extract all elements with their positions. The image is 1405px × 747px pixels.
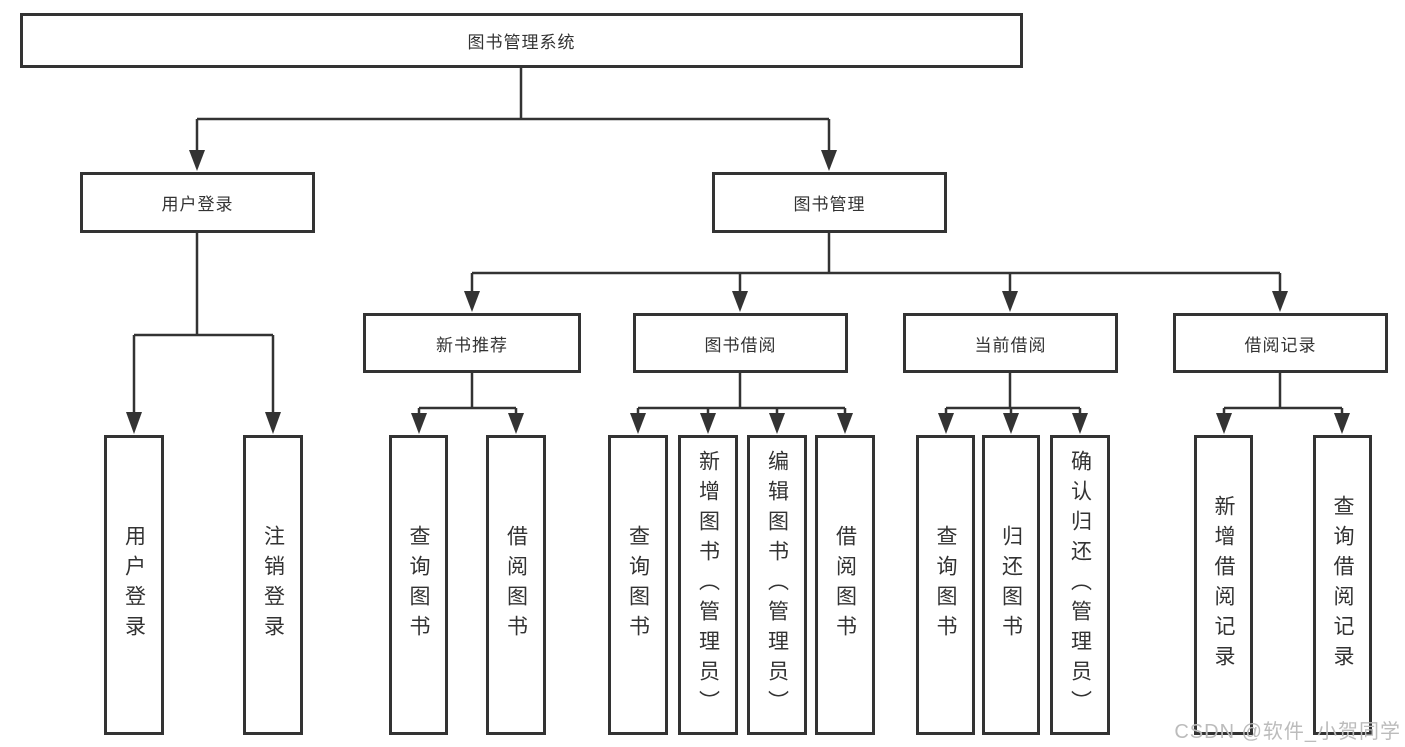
leaf-query-books-current: 查询图书 bbox=[916, 435, 975, 735]
node-label: 新增图书（管理员） bbox=[696, 450, 720, 720]
node-label: 用户登录 bbox=[122, 525, 146, 645]
node-label: 借阅图书 bbox=[833, 525, 857, 645]
watermark: CSDN @软件_小贺同学 bbox=[1174, 721, 1401, 743]
leaf-add-books-admin: 新增图书（管理员） bbox=[678, 435, 738, 735]
node-label: 确认归还（管理员） bbox=[1068, 450, 1092, 720]
leaf-edit-books-admin: 编辑图书（管理员） bbox=[747, 435, 807, 735]
node-label: 新书推荐 bbox=[436, 335, 508, 355]
leaf-return-books: 归还图书 bbox=[982, 435, 1040, 735]
node-label: 归还图书 bbox=[999, 525, 1023, 645]
node-book-borrow: 图书借阅 bbox=[633, 313, 848, 373]
node-book-management: 图书管理 bbox=[712, 172, 947, 233]
leaf-query-books-recommend: 查询图书 bbox=[389, 435, 448, 735]
node-label: 查询图书 bbox=[407, 525, 430, 645]
node-label: 查询图书 bbox=[626, 525, 650, 645]
node-root: 图书管理系统 bbox=[20, 13, 1023, 68]
node-label: 借阅图书 bbox=[504, 525, 528, 645]
node-label: 图书管理系统 bbox=[467, 33, 576, 52]
arrow-down-icons bbox=[126, 150, 1350, 434]
node-label: 注销登录 bbox=[261, 525, 285, 645]
leaf-add-borrow-record: 新增借阅记录 bbox=[1194, 435, 1253, 735]
node-label: 当前借阅 bbox=[974, 335, 1047, 355]
leaf-logout: 注销登录 bbox=[243, 435, 303, 735]
node-borrow-records: 借阅记录 bbox=[1173, 313, 1388, 373]
node-label: 查询图书 bbox=[934, 525, 957, 645]
node-label: 用户登录 bbox=[161, 195, 234, 214]
leaf-confirm-return-admin: 确认归还（管理员） bbox=[1050, 435, 1110, 735]
node-user-login: 用户登录 bbox=[80, 172, 315, 233]
leaf-borrow-books: 借阅图书 bbox=[815, 435, 875, 735]
node-label: 图书借阅 bbox=[704, 335, 777, 355]
node-label: 图书管理 bbox=[793, 195, 866, 214]
node-label: 编辑图书（管理员） bbox=[765, 450, 789, 720]
node-label: 查询借阅记录 bbox=[1331, 495, 1354, 675]
node-current-borrow: 当前借阅 bbox=[903, 313, 1118, 373]
node-new-book-recommend: 新书推荐 bbox=[363, 313, 581, 373]
leaf-user-login: 用户登录 bbox=[104, 435, 164, 735]
leaf-borrow-books-recommend: 借阅图书 bbox=[486, 435, 546, 735]
node-label: 借阅记录 bbox=[1244, 335, 1317, 355]
leaf-query-borrow-record: 查询借阅记录 bbox=[1313, 435, 1372, 735]
leaf-query-books: 查询图书 bbox=[608, 435, 668, 735]
node-label: 新增借阅记录 bbox=[1212, 495, 1235, 675]
